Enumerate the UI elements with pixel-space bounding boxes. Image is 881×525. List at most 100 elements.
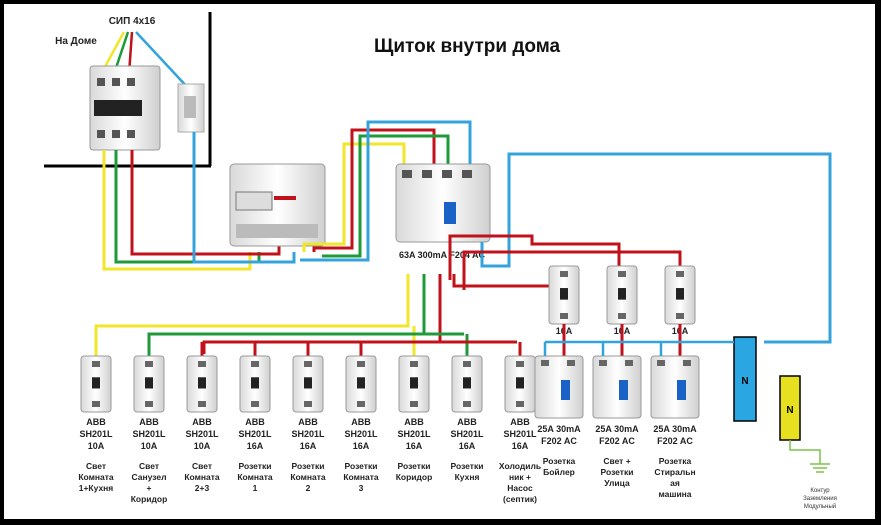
breaker-load-line: Санузел [132, 472, 167, 482]
n-bus-label: N [741, 376, 748, 387]
rcd-rating: 25A 30mA [537, 424, 581, 434]
breaker-load-line: Комната [78, 472, 114, 482]
rcd-load-line: Свет + [603, 456, 630, 466]
breaker-rating: 10A [141, 441, 158, 451]
ground-label-line1: Контур [810, 488, 830, 494]
rcd-load-line: ая [670, 478, 680, 488]
ground-label-line2: Заземления [803, 496, 837, 502]
breaker-model: SH201L [344, 429, 378, 439]
rcd-model: F202 AC [599, 436, 635, 446]
breaker-brand: ABB [139, 417, 159, 427]
top-breaker-1: 16A [548, 265, 580, 356]
rcd-model: F202 AC [541, 436, 577, 446]
ground-label-line3: Модульный [804, 503, 836, 510]
breaker-brand: ABB [351, 417, 371, 427]
top-breaker-3: 16A [664, 265, 696, 356]
breaker-load-line: Розетки [451, 461, 484, 471]
breaker-load-line: 2 [306, 483, 311, 493]
breaker-model: SH201L [397, 429, 431, 439]
breaker-load-line: Розетки [292, 461, 325, 471]
main-rcd-label: 63A 300mA F204 AC [399, 250, 486, 260]
rcd-load-line: Бойлер [543, 467, 575, 477]
breaker-row: ABBSH201L10AСветКомната1+КухняABBSH201L1… [78, 324, 541, 504]
house-label: На Доме [55, 36, 97, 47]
breaker-load-line: 1 [253, 483, 258, 493]
input-to-meter-wires [102, 132, 296, 271]
house-boundary [44, 12, 212, 168]
breaker-load-line: Кухня [455, 472, 480, 482]
rcd-load-line: машина [658, 489, 691, 499]
breaker-load-line: Свет [86, 461, 106, 471]
breaker-brand: ABB [245, 417, 265, 427]
electricity-meter [229, 163, 326, 247]
breaker-load-line: Розетки [239, 461, 272, 471]
breaker-rating: 16A [247, 441, 264, 451]
breaker-load-line: Насос [507, 483, 533, 493]
breaker-brand: ABB [457, 417, 477, 427]
breaker-model: SH201L [503, 429, 537, 439]
breaker-rating: 10A [194, 441, 211, 451]
breaker-brand: ABB [404, 417, 424, 427]
breaker-brand: ABB [86, 417, 106, 427]
pe-bus-label: N [786, 405, 793, 416]
rcd-load-line: Улица [604, 478, 630, 488]
breaker-rating: 16A [512, 441, 529, 451]
breaker-load-line: Комната [343, 472, 379, 482]
input-breaker [89, 65, 161, 151]
surge-block [177, 83, 205, 133]
diagram-canvas: Щиток внутри дома На Доме СИП 4х16 [4, 4, 875, 519]
breaker-model: SH201L [79, 429, 113, 439]
breaker-brand: ABB [298, 417, 318, 427]
breaker-load-line: (септик) [503, 494, 537, 504]
rcd-load-line: Стиральн [654, 467, 695, 477]
top-breaker-2: 16A [606, 265, 638, 356]
breaker-load-line: ник + [509, 472, 531, 482]
breaker-load-line: 3 [359, 483, 364, 493]
breaker-load-line: Розетки [345, 461, 378, 471]
top-breakers-group: 16A 16A 16A [548, 265, 696, 356]
breaker-model: SH201L [132, 429, 166, 439]
breaker-model: SH201L [291, 429, 325, 439]
breaker-rating: 16A [406, 441, 423, 451]
rcd-load-line: Розетки [601, 467, 634, 477]
breaker-rating: 16A [353, 441, 370, 451]
breaker-load-line: Коридор [396, 472, 433, 482]
breaker-brand: ABB [510, 417, 530, 427]
breaker-model: SH201L [238, 429, 272, 439]
rcd-rating: 25A 30mA [653, 424, 697, 434]
breaker-load-line: Розетки [398, 461, 431, 471]
meter-to-rcd-wires [300, 120, 472, 262]
breaker-load-line: Комната [237, 472, 273, 482]
breaker-brand: ABB [192, 417, 212, 427]
neutral-main-wire [480, 152, 832, 344]
breaker-load-line: Комната [184, 472, 220, 482]
breaker-model: SH201L [450, 429, 484, 439]
breaker-load-line: + [147, 483, 152, 493]
rcd-load-line: Розетка [659, 456, 692, 466]
rcd-rating: 25A 30mA [595, 424, 639, 434]
breaker-load-line: Комната [290, 472, 326, 482]
breaker-load-line: 2+3 [195, 483, 210, 493]
cable-label: СИП 4х16 [109, 16, 156, 27]
n-bus: N [733, 336, 757, 422]
breaker-load-line: 1+Кухня [79, 483, 114, 493]
breaker-rating: 16A [300, 441, 317, 451]
breaker-rating: 16A [459, 441, 476, 451]
rcd-load-line: Розетка [543, 456, 576, 466]
pe-bus: N [779, 375, 801, 441]
page-title: Щиток внутри дома [374, 36, 561, 57]
rcd-model: F202 AC [657, 436, 693, 446]
breaker-model: SH201L [185, 429, 219, 439]
